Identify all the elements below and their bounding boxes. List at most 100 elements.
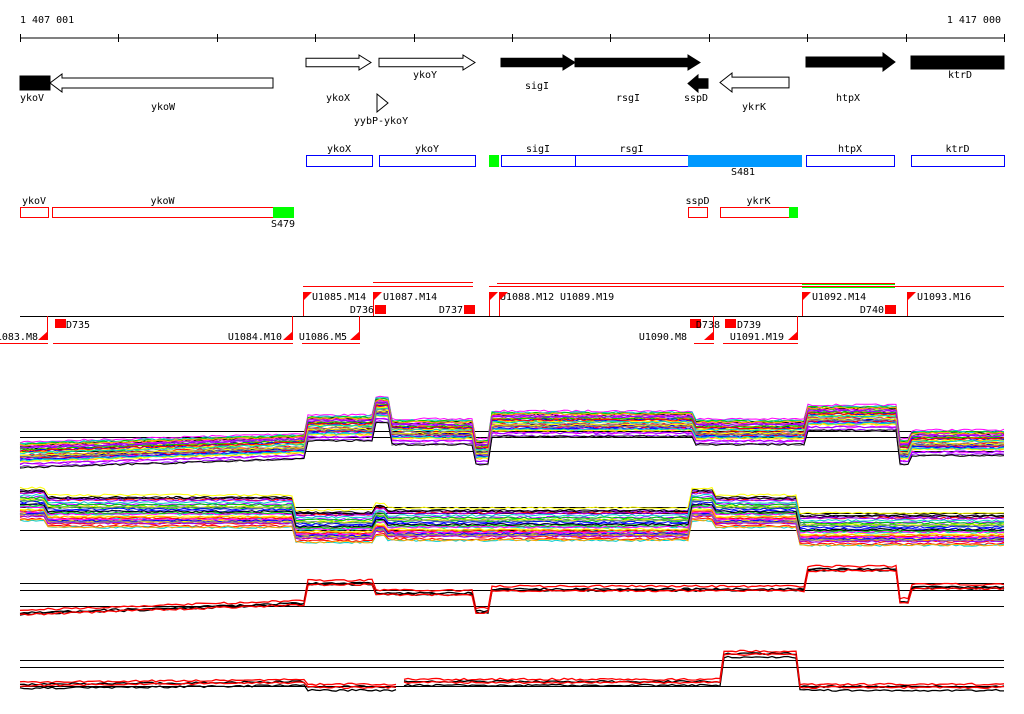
gene-arrow-icon	[719, 71, 790, 94]
reverse-operon-label: ykoV	[22, 196, 46, 207]
gene-label: ktrD	[948, 70, 972, 81]
lower-segment-label: U1090.M8	[639, 332, 687, 343]
gene-arrow-icon	[805, 52, 896, 72]
upper-segment-label: U1089.M19	[560, 292, 614, 303]
segment-flag-icon	[373, 292, 382, 301]
reverse-operon-box	[688, 207, 708, 218]
forward-operon-box	[575, 155, 689, 167]
lower-segment-label: U1086.M5	[299, 332, 347, 343]
gene-label: ykrK	[742, 102, 766, 113]
expression-trace	[19, 505, 1005, 534]
downshift-label: D738	[696, 320, 720, 331]
downshift-marker	[375, 305, 386, 314]
reverse-site-box	[789, 207, 798, 218]
gene-arrow-icon	[687, 73, 709, 94]
downshift-label: D740	[860, 305, 884, 316]
expression-trace	[19, 491, 1005, 520]
gene-arrow-icon	[500, 54, 576, 71]
reverse-operon-box	[720, 207, 798, 218]
downshift-marker	[885, 305, 896, 314]
gene-arrow-icon	[910, 55, 1005, 70]
forward-site-box	[489, 155, 499, 167]
gene-label: ykoY	[413, 70, 437, 81]
gene-label: ykoW	[151, 102, 176, 113]
expression-trace	[19, 486, 1005, 515]
coordinate-ruler: 1 407 001 1 417 000	[20, 15, 1005, 42]
expression-trace	[19, 420, 1005, 468]
expression-trace	[19, 508, 1005, 537]
ruler-end-label: 1 417 000	[947, 15, 1001, 26]
expression-trace	[19, 414, 1005, 462]
expression-trace	[19, 564, 1005, 611]
lower-segment-label: U1084.M10	[228, 332, 282, 343]
forward-operon-label: ykoX	[327, 144, 351, 155]
upper-segment-label: U1087.M14	[383, 292, 437, 303]
segment-flag-icon	[38, 331, 48, 340]
reverse-operon-box	[20, 207, 49, 218]
expression-trace	[19, 569, 1005, 616]
expression-trace	[19, 652, 1005, 690]
segment-flag-icon	[499, 292, 508, 301]
gene-sigI: sigI	[500, 54, 576, 92]
gene-arrow-icon	[49, 73, 274, 93]
gene-ykoV: ykoV	[19, 75, 51, 104]
forward-sigma-box	[688, 155, 802, 167]
segment-flag-icon	[704, 331, 714, 340]
segment-flag-icon	[283, 331, 293, 340]
forward-operon-label: ykoY	[415, 144, 439, 155]
expression-trace	[19, 398, 1005, 447]
expression-trace	[19, 655, 1004, 692]
gene-arrow-icon	[376, 92, 389, 114]
lower-segment-label: U1091.M19	[730, 332, 784, 343]
gene-arrow-icon	[19, 75, 51, 91]
expression-trace	[19, 498, 1004, 527]
upper-segment-label: U1088.M12	[500, 292, 554, 303]
expression-trace	[19, 404, 1005, 452]
site-label-s479: S479	[271, 219, 295, 230]
expression-trace	[19, 421, 1005, 469]
segment-flag-icon	[907, 292, 916, 301]
forward-operon-box	[379, 155, 476, 167]
reverse-site-box	[273, 207, 294, 218]
gene-sspD: sspD	[684, 73, 709, 104]
reverse-operon-label: ykoW	[150, 196, 175, 207]
expression-panels	[19, 395, 1005, 692]
gene-label: ykoV	[20, 93, 44, 104]
gene-label: htpX	[836, 93, 860, 104]
reverse-operon-box	[52, 207, 274, 218]
downshift-marker	[55, 319, 66, 328]
expression-trace	[19, 407, 1005, 455]
downshift-marker	[464, 305, 475, 314]
expression-trace	[19, 417, 1005, 465]
expression-trace	[19, 496, 1005, 525]
lower-segment-label: U1083.M8	[0, 332, 38, 343]
gene-label: sspD	[684, 93, 708, 104]
segment-flag-icon	[802, 292, 811, 301]
gene-arrow-icon	[305, 54, 372, 71]
segment-flag-icon	[303, 292, 312, 301]
downshift-label: D736	[350, 305, 374, 316]
site-label-s481: S481	[731, 167, 755, 178]
gene-rsgI: rsgI	[574, 54, 701, 104]
forward-operon-label: sigI	[526, 144, 550, 155]
gene-ktrD: ktrD	[910, 55, 1005, 81]
forward-operon-box	[911, 155, 1005, 167]
downshift-label: D735	[66, 320, 90, 331]
forward-operon-box	[501, 155, 576, 167]
expression-trace	[19, 403, 1005, 451]
expression-trace	[19, 406, 1005, 454]
forward-operon-box	[806, 155, 895, 167]
expression-trace	[19, 511, 1005, 540]
gene-label: yybP-ykoY	[354, 116, 408, 127]
upper-segment-label: U1093.M16	[917, 292, 971, 303]
gene-arrow-icon	[574, 54, 701, 71]
expression-trace	[19, 488, 1005, 517]
gene-arrow-icon	[378, 54, 476, 71]
expression-trace	[19, 514, 1005, 543]
expression-trace	[19, 401, 1005, 449]
gene-label: rsgI	[616, 93, 640, 104]
